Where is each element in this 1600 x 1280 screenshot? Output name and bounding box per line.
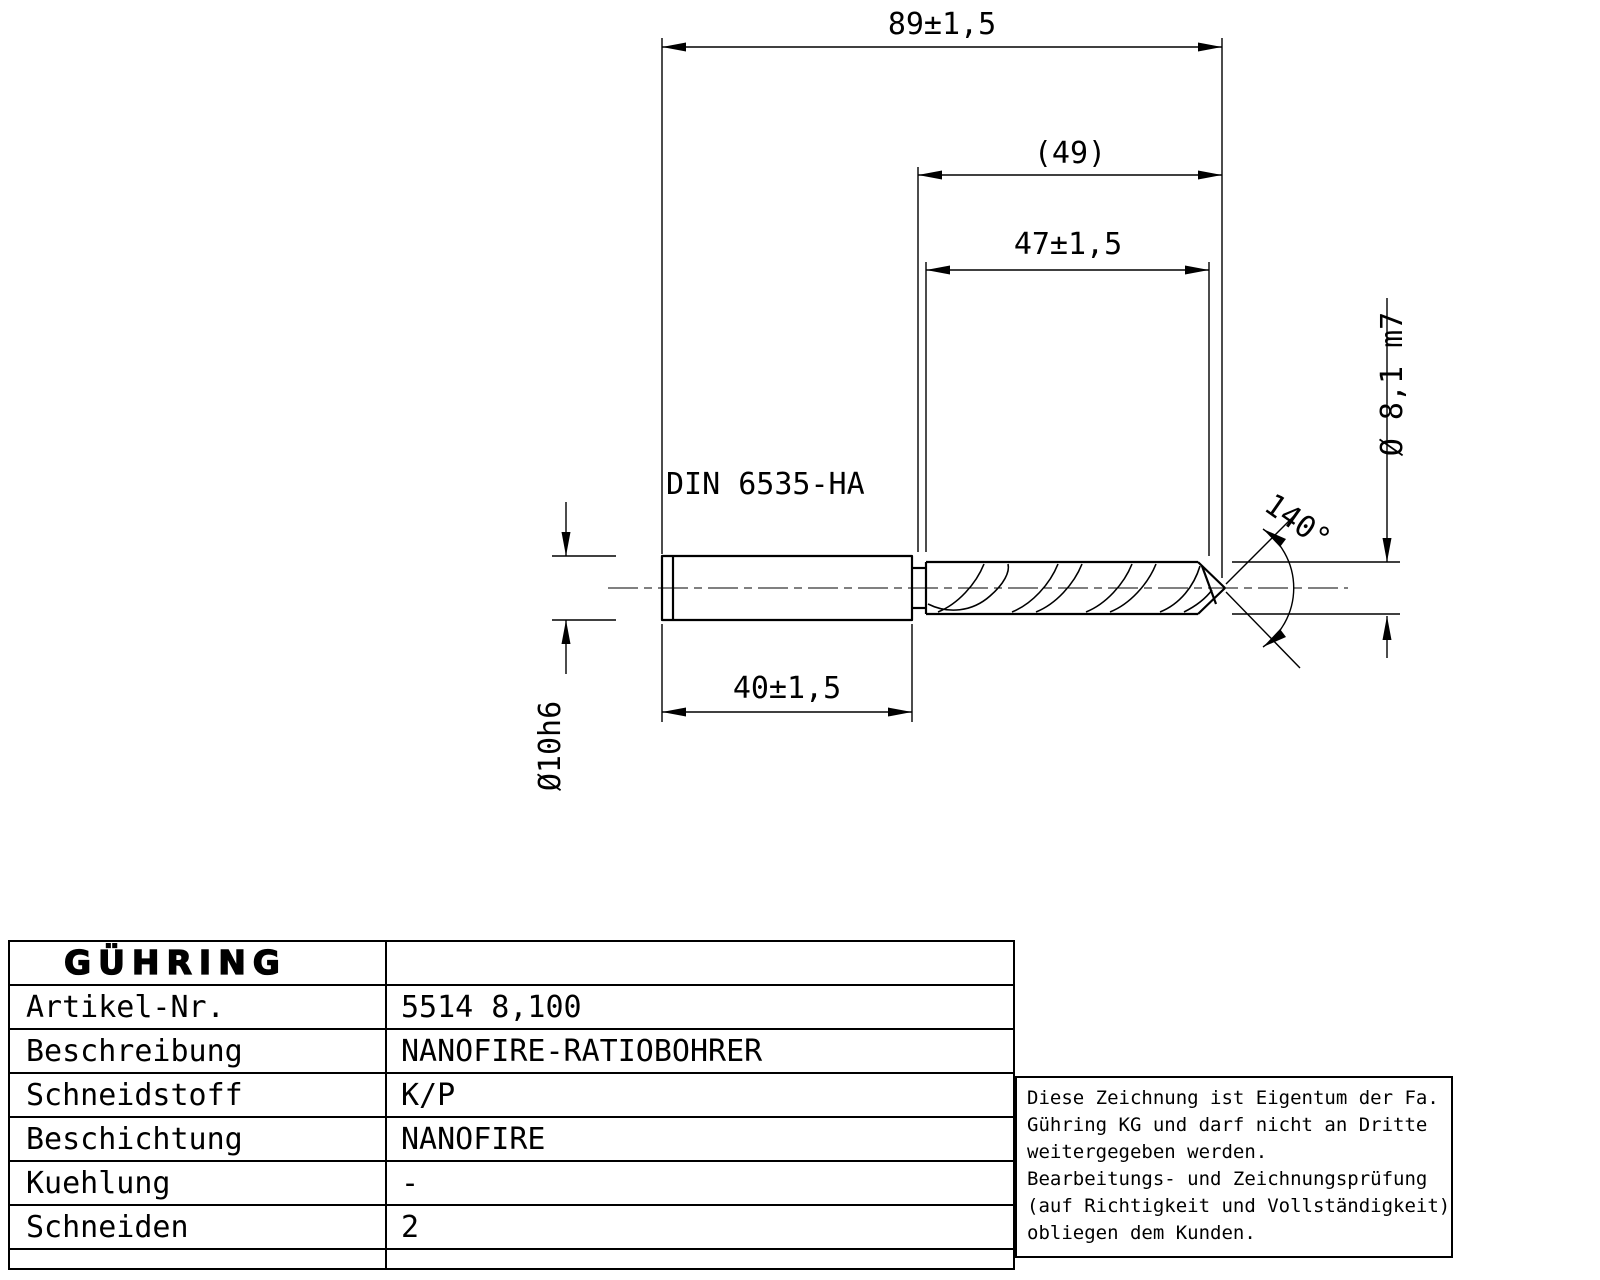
row-label: Schneiden	[8, 1204, 387, 1250]
notice-line: Bearbeitungs- und Zeichnungsprüfung	[1027, 1168, 1428, 1190]
row-label: Kuehlung	[8, 1160, 387, 1206]
guehring-logo-text: GÜHRING	[64, 943, 287, 982]
row-label: Schneidstoff	[8, 1072, 387, 1118]
notice-line: Diese Zeichnung ist Eigentum der Fa.	[1027, 1087, 1439, 1109]
shank-standard-label: DIN 6535-HA	[666, 467, 865, 502]
table-row: Kuehlung -	[8, 1160, 1015, 1206]
logo-row: GÜHRING	[8, 940, 1015, 986]
table-row-empty	[8, 1248, 1015, 1270]
table-row: Schneidstoff K/P	[8, 1072, 1015, 1118]
table-row: Schneiden 2	[8, 1204, 1015, 1250]
dim-point-angle: 140°	[1258, 487, 1337, 557]
ownership-notice: Diese Zeichnung ist Eigentum der Fa. Güh…	[1015, 1076, 1453, 1258]
title-block-table: GÜHRING Artikel-Nr. 5514 8,100 Beschreib…	[8, 940, 1015, 1270]
flute-helix-lines	[927, 563, 1213, 613]
dim-shank-diameter: Ø10h6	[533, 701, 568, 791]
guehring-logo: GÜHRING	[63, 943, 287, 983]
dim-flute-length: 47±1,5	[1014, 227, 1122, 262]
row-value: NANOFIRE	[385, 1116, 1015, 1162]
row-label: Beschichtung	[8, 1116, 387, 1162]
row-label: Beschreibung	[8, 1028, 387, 1074]
drill-drawing: 89±1,5 (49) 47±1,5 DIN 6535-HA 40±1,5 Ø1…	[533, 7, 1410, 791]
table-row: Artikel-Nr. 5514 8,100	[8, 984, 1015, 1030]
dim-overall-length: 89±1,5	[888, 7, 996, 42]
logo-cell: GÜHRING	[8, 940, 387, 986]
row-label: Artikel-Nr.	[8, 984, 387, 1030]
notice-line: (auf Richtigkeit und Vollständigkeit)	[1027, 1195, 1451, 1217]
dim-shank-length: 40±1,5	[733, 671, 841, 706]
row-value: 2	[385, 1204, 1015, 1250]
row-value: K/P	[385, 1072, 1015, 1118]
table-row: Beschreibung NANOFIRE-RATIOBOHRER	[8, 1028, 1015, 1074]
notice-line: obliegen dem Kunden.	[1027, 1222, 1256, 1244]
empty-label-cell	[8, 1248, 387, 1270]
drill-outline	[660, 554, 1226, 622]
dimension-arrowheads	[561, 42, 1392, 717]
logo-row-value-cell	[385, 940, 1015, 986]
dim-flute-length-ref: (49)	[1034, 136, 1106, 171]
dim-drill-diameter: Ø 8,1 m7	[1375, 312, 1410, 457]
empty-value-cell	[385, 1248, 1015, 1270]
notice-line: Gühring KG und darf nicht an Dritte	[1027, 1114, 1428, 1136]
row-value: 5514 8,100	[385, 984, 1015, 1030]
notice-line: weitergegeben werden.	[1027, 1141, 1268, 1163]
dimension-texts: 89±1,5 (49) 47±1,5 DIN 6535-HA 40±1,5 Ø1…	[533, 7, 1410, 791]
row-value: -	[385, 1160, 1015, 1206]
row-value: NANOFIRE-RATIOBOHRER	[385, 1028, 1015, 1074]
table-row: Beschichtung NANOFIRE	[8, 1116, 1015, 1162]
